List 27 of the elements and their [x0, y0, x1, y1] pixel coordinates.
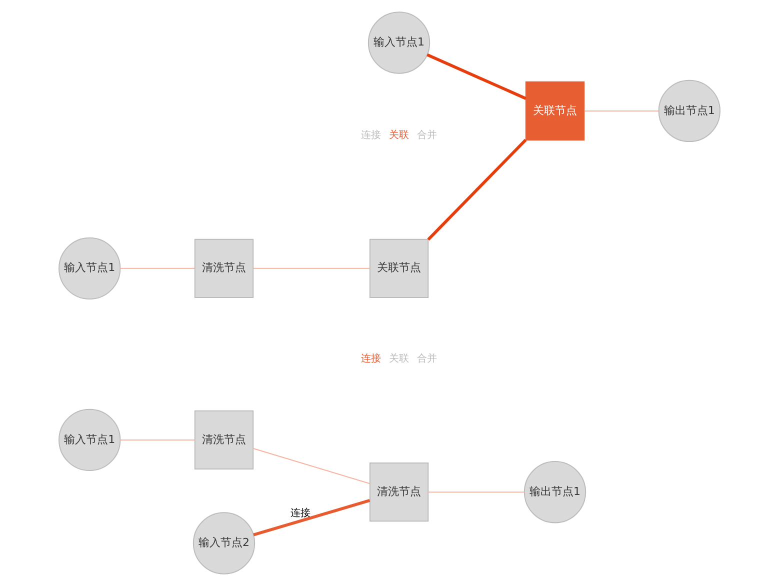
node-circle: 输出节点1: [523, 461, 586, 524]
connector: [426, 53, 526, 100]
node-circle: 输入节点1: [58, 237, 120, 300]
node-circle: 输入节点1: [58, 408, 120, 472]
connector: [426, 138, 526, 241]
label: 合并: [416, 130, 437, 142]
node-box: 关联节点: [368, 238, 428, 298]
node-circle: 输出节点1: [658, 80, 720, 142]
label: 关联: [388, 130, 408, 142]
node-circle: 输入节点1: [367, 12, 430, 74]
connector: [252, 268, 370, 269]
connector: [120, 439, 194, 440]
label: 连接: [360, 130, 380, 142]
node-box: 关联节点: [524, 81, 584, 141]
connector: [252, 499, 370, 536]
label: 合并: [416, 354, 437, 365]
node-box: 清洗节点: [368, 462, 428, 522]
node-box: 清洗节点: [194, 238, 254, 298]
node-circle: 输入节点2: [192, 512, 255, 574]
edge-label: 连接: [290, 508, 310, 520]
node-box: 清洗节点: [194, 410, 254, 470]
connector: [120, 268, 194, 269]
connector: [428, 492, 524, 493]
connector: [584, 110, 658, 112]
connector: [252, 448, 370, 484]
label: 连接: [360, 354, 380, 365]
label: 关联: [388, 354, 408, 365]
